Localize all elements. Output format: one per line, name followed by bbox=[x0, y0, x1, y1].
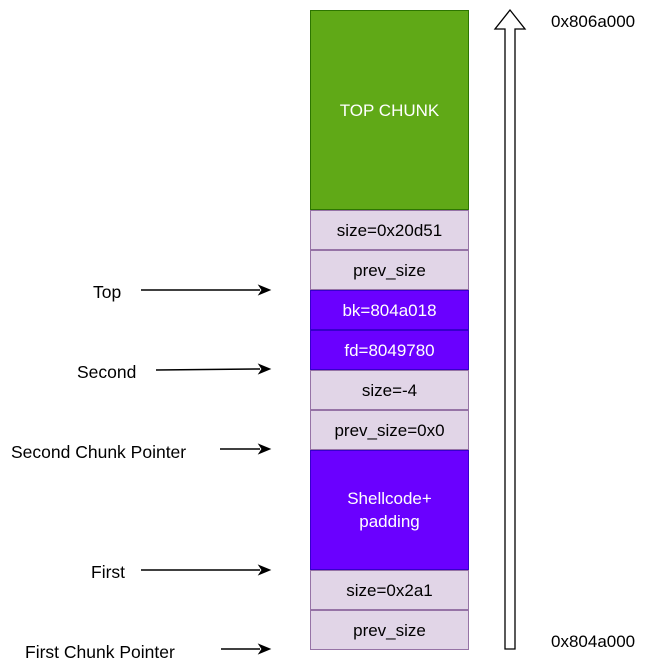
first-chunk-prev-size-field: prev_size bbox=[310, 610, 469, 650]
top-chunk-size-field: size=0x20d51 bbox=[310, 210, 469, 250]
top-chunk-prev-size-field: prev_size bbox=[310, 250, 469, 290]
first-pointer-label: First bbox=[91, 562, 126, 582]
second-chunk-prev-size-field: prev_size=0x0 bbox=[310, 410, 469, 450]
top-chunk-block: TOP CHUNK bbox=[310, 10, 469, 210]
fd-pointer-field: fd=8049780 bbox=[310, 330, 469, 370]
second-chunk-pointer-arrow bbox=[220, 443, 272, 455]
second-chunk-size-field: size=-4 bbox=[310, 370, 469, 410]
second-chunk-pointer-label: Second Chunk Pointer bbox=[11, 442, 187, 462]
second-pointer-arrow bbox=[155, 363, 272, 375]
first-pointer-arrow bbox=[141, 564, 272, 576]
first-chunk-pointer-label: First Chunk Pointer bbox=[25, 642, 175, 662]
bk-pointer-field: bk=804a018 bbox=[310, 290, 469, 330]
top-pointer-arrow bbox=[141, 284, 272, 296]
high-address-label: 0x806a000 bbox=[551, 12, 636, 31]
second-pointer-label: Second bbox=[77, 362, 137, 382]
low-address-label: 0x804a000 bbox=[551, 632, 636, 651]
top-pointer-label: Top bbox=[93, 282, 122, 302]
address-direction-arrow-icon bbox=[493, 8, 527, 650]
first-chunk-pointer-arrow bbox=[221, 643, 272, 655]
shellcode-padding-block: Shellcode+ padding bbox=[310, 450, 469, 570]
first-chunk-size-field: size=0x2a1 bbox=[310, 570, 469, 610]
